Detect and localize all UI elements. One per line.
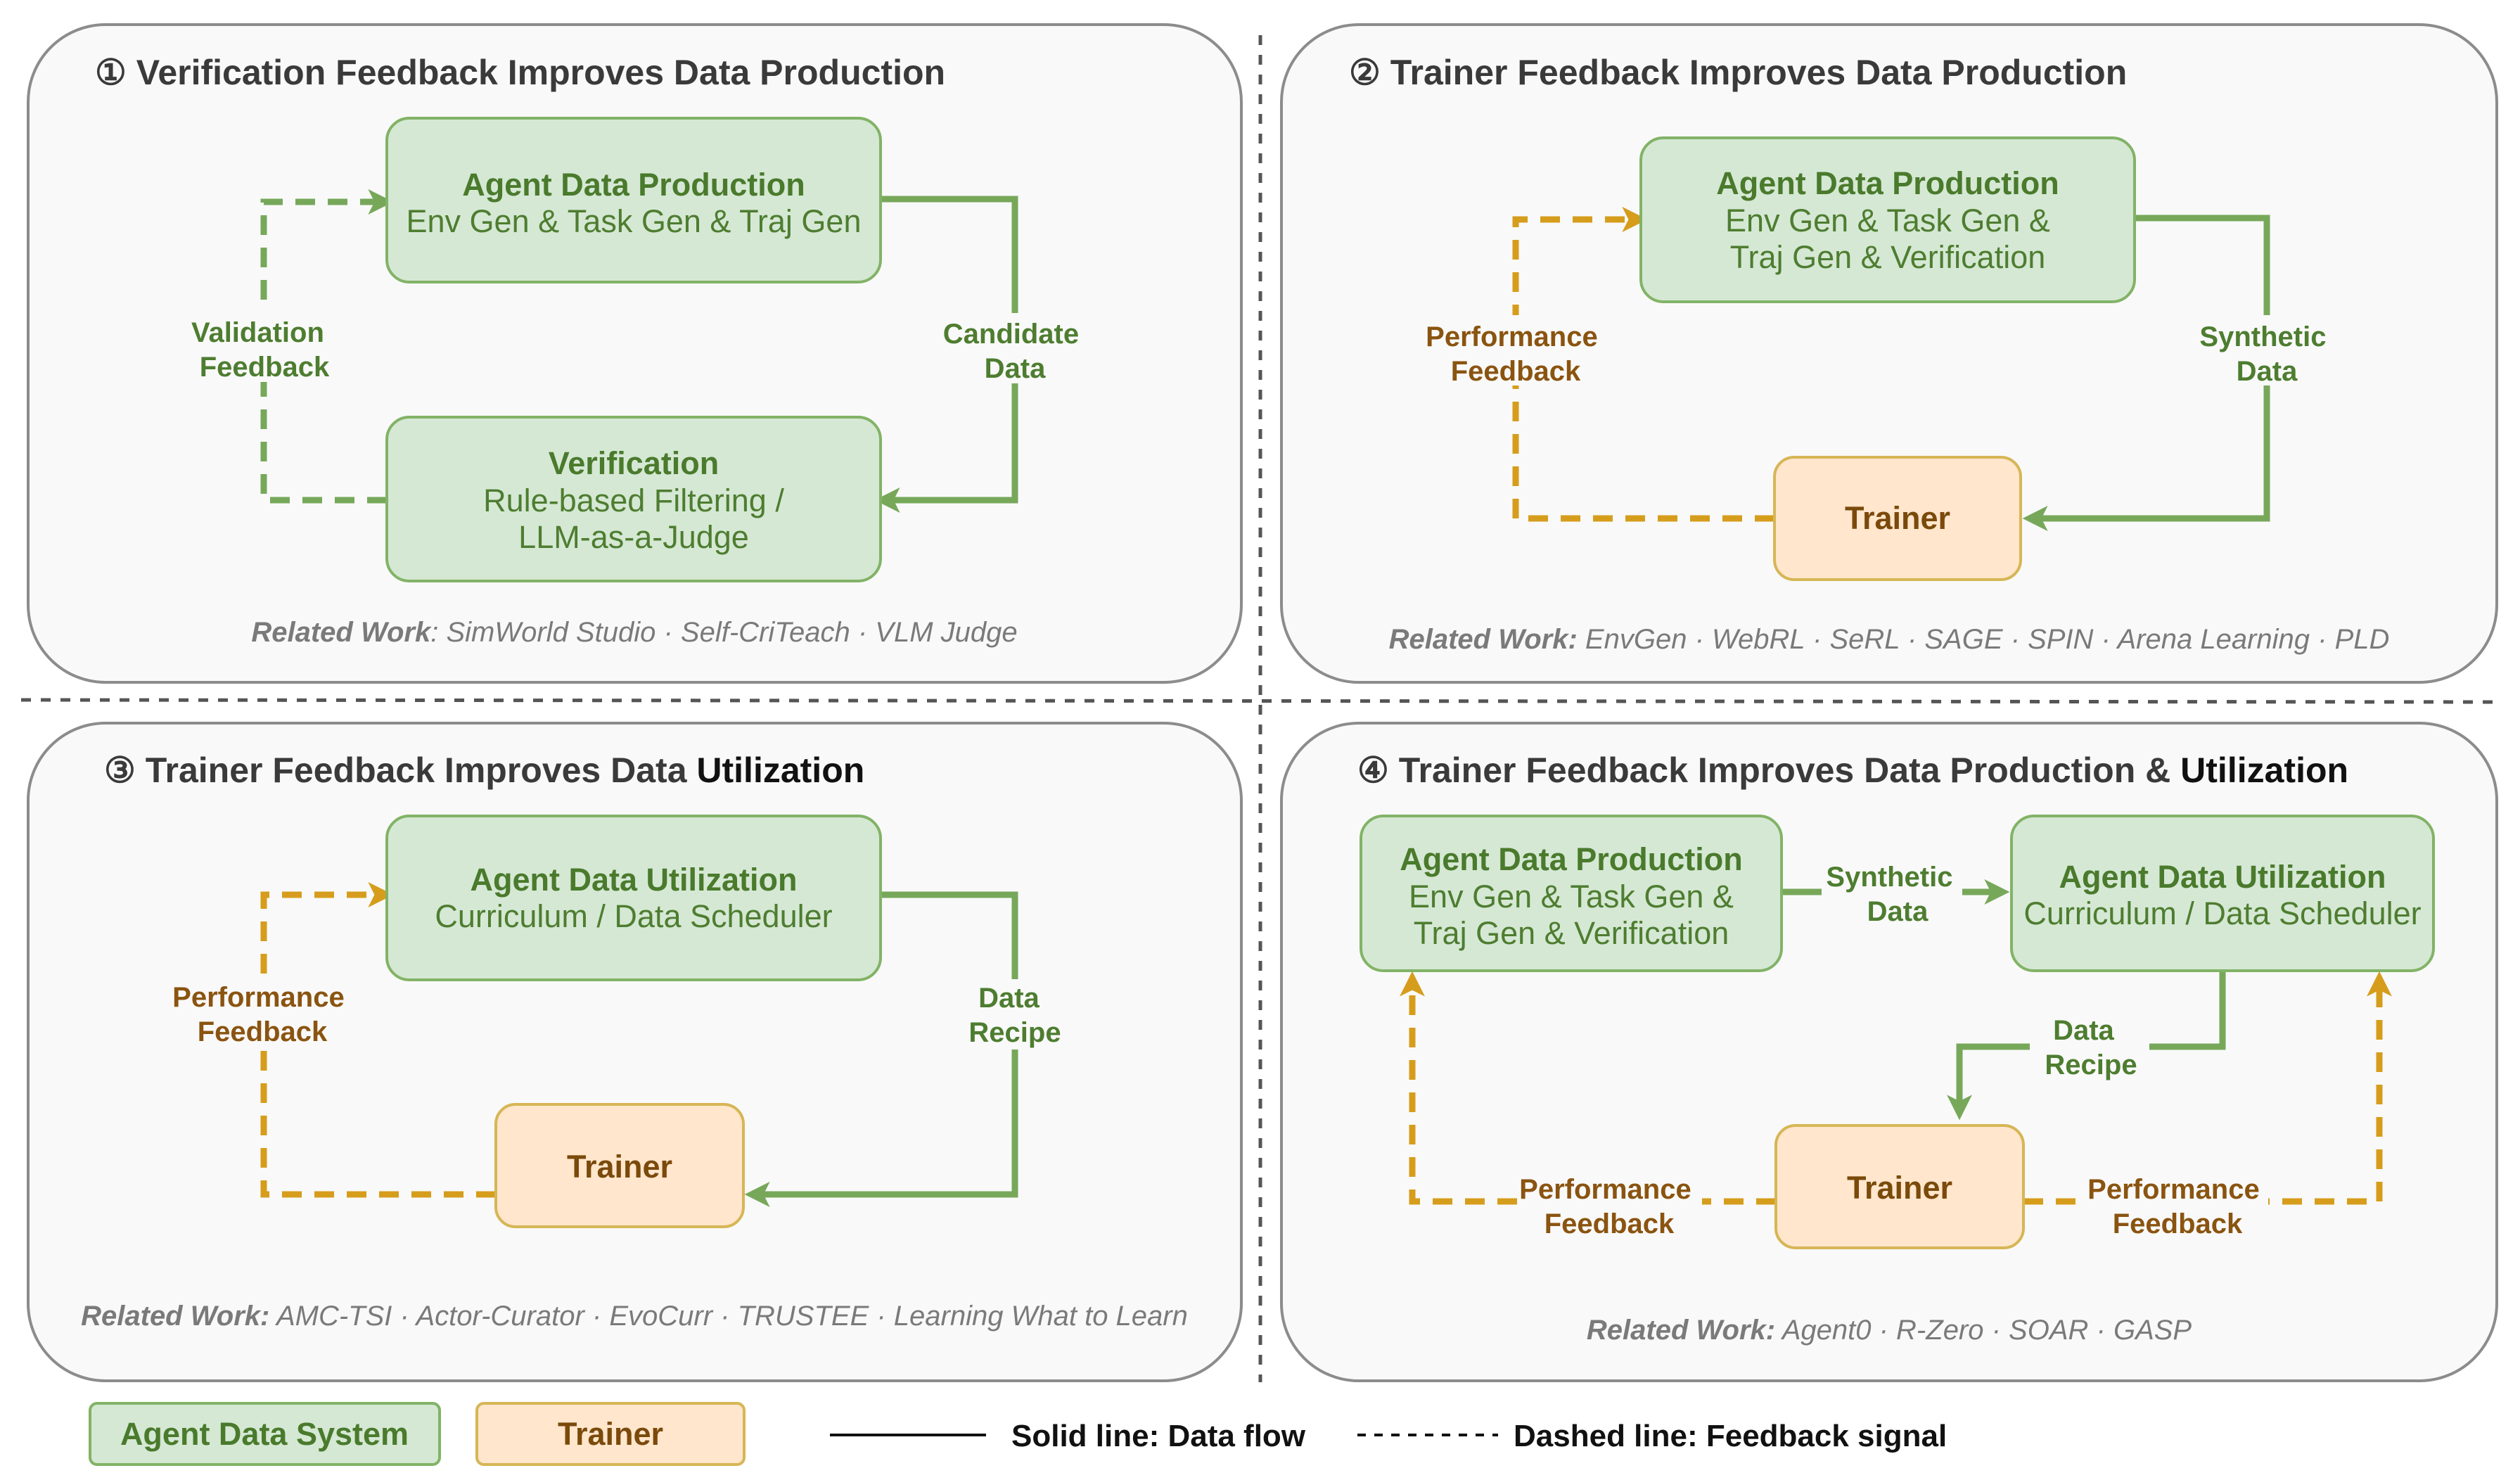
panel-4-box1-line-1: Env Gen & Task Gen & xyxy=(1409,879,1734,914)
panel-2-box1-line-2: Traj Gen & Verification xyxy=(1730,239,2046,275)
panel-4-trainer-box xyxy=(1774,1124,2025,1249)
panel-4-right-performance-feedback-edge xyxy=(2023,971,2392,1205)
legend-solid-line-label: Solid line: Data flow xyxy=(1011,1419,1306,1453)
panel-2-agent-data-production-box xyxy=(1639,136,2136,303)
panel-4-data-recipe-label: Data Recipe xyxy=(2045,1015,2137,1080)
panel-4-synthetic-data-label: Synthetic Data xyxy=(1826,862,1960,927)
panel-3-frame xyxy=(27,722,1243,1382)
panel-3-box1-title: Agent Data Utilization xyxy=(470,862,797,898)
panel-2-performance-feedback-label: Performance Feedback xyxy=(1426,321,1606,387)
panel-1-related-work: Related Work: SimWorld Studio · Self-Cri… xyxy=(251,617,1017,648)
panel-1-validation-feedback-label: Validation Feedback xyxy=(191,317,332,383)
panel-1-verification-box xyxy=(385,416,882,582)
panel-4-agent-data-production-box xyxy=(1360,815,1783,972)
panel-1-box2-line-1: Rule-based Filtering / xyxy=(483,483,784,518)
panel-4-box1-title: Agent Data Production xyxy=(1400,841,1743,877)
legend-agent-data-system-label: Agent Data System xyxy=(120,1416,409,1452)
panel-3-related-work: Related Work: AMC-TSI · Actor-Curator · … xyxy=(81,1301,1188,1332)
panel-4-box3-title: Agent Data Utilization xyxy=(2059,859,2386,895)
panel-2-synthetic-data-label: Synthetic Data xyxy=(2199,321,2334,387)
panel-4-agent-data-utilization-box xyxy=(2010,815,2435,972)
panel-3-performance-feedback-edge xyxy=(260,882,496,1198)
legend-trainer-label: Trainer xyxy=(558,1416,663,1452)
legend-agent-data-system-swatch xyxy=(89,1402,441,1466)
panel-4-left-performance-feedback-edge xyxy=(1400,971,1776,1205)
panel-2-trainer-box xyxy=(1773,456,2022,581)
panel-2-performance-feedback-edge xyxy=(1512,207,1774,522)
panel-4-box3-line: Curriculum / Data Scheduler xyxy=(2023,895,2421,931)
panel-1-box2-line-2: LLM-as-a-Judge xyxy=(518,519,749,555)
panel-3-performance-feedback-label: Performance Feedback xyxy=(172,982,352,1047)
panel-1-candidate-data-label: Candidate Data xyxy=(943,319,1087,384)
panel-2-title: ② Trainer Feedback Improves Data Product… xyxy=(1349,53,2127,92)
panel-4-box1-line-2: Traj Gen & Verification xyxy=(1414,915,1729,951)
panel-3-trainer-label: Trainer xyxy=(567,1149,672,1185)
panel-1-box1-title: Agent Data Production xyxy=(462,167,805,203)
panel-3-agent-data-utilization-box xyxy=(385,815,882,981)
panel-1-box1-line: Env Gen & Task Gen & Traj Gen xyxy=(407,203,862,239)
panel-3-data-recipe-label: Data Recipe xyxy=(968,983,1061,1048)
panel-4-left-performance-feedback-label: Performance Feedback xyxy=(1519,1174,1699,1239)
panel-2-box1-line-1: Env Gen & Task Gen & xyxy=(1725,203,2050,238)
panel-3-trainer-box xyxy=(494,1103,745,1228)
horizontal-divider xyxy=(20,698,2501,704)
panel-2-related-work: Related Work: EnvGen · WebRL · SeRL · SA… xyxy=(1389,624,2390,655)
panel-4-trainer-label: Trainer xyxy=(1847,1170,1952,1206)
panel-4-related-work: Related Work: Agent0 · R-Zero · SOAR · G… xyxy=(1587,1315,2192,1346)
panel-1-box2-title: Verification xyxy=(549,445,719,481)
panel-4-title: ④ Trainer Feedback Improves Data Product… xyxy=(1357,751,2348,790)
panel-1-title: ① Verification Feedback Improves Data Pr… xyxy=(95,53,945,92)
legend-dashed-line-label: Dashed line: Feedback signal xyxy=(1514,1419,1947,1453)
panel-3-title: ③ Trainer Feedback Improves Data Utiliza… xyxy=(104,751,864,790)
panel-3-box1-line: Curriculum / Data Scheduler xyxy=(435,898,832,934)
panel-1-frame xyxy=(27,23,1243,684)
panel-4-right-performance-feedback-label: Performance Feedback xyxy=(2087,1174,2268,1239)
panel-2-trainer-label: Trainer xyxy=(1845,500,1950,536)
panel-1-agent-data-production-box xyxy=(385,117,882,283)
panel-2-box1-title: Agent Data Production xyxy=(1716,165,2059,201)
legend-trainer-swatch xyxy=(475,1402,746,1466)
